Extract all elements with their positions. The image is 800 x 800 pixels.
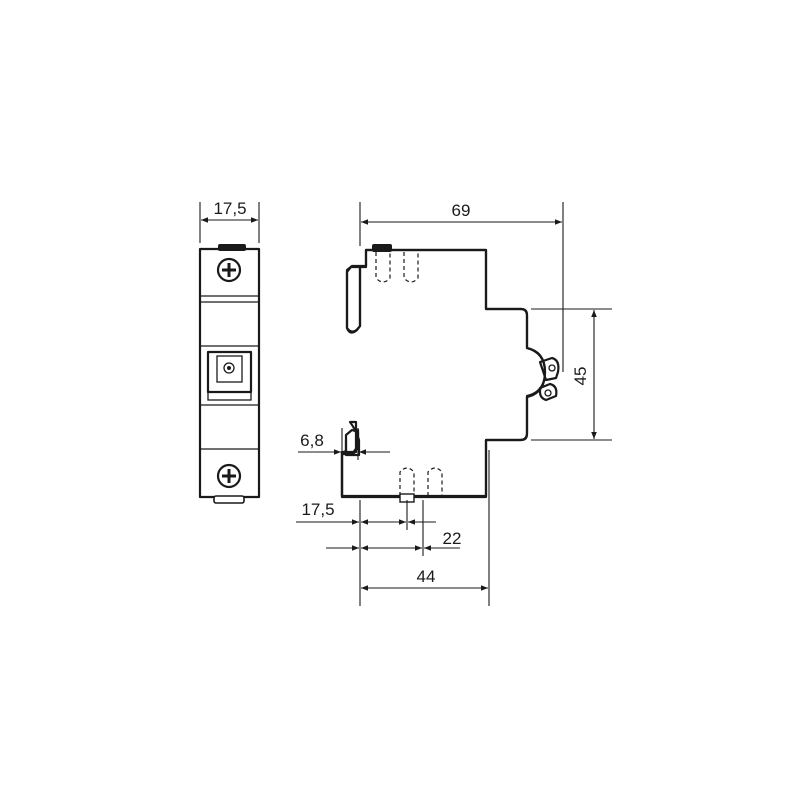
side-body-outline: [340, 248, 547, 499]
front-view: 17,5: [198, 199, 261, 504]
front-width-dimension: 17,5: [199, 199, 260, 243]
side-body-silhouette: [340, 248, 547, 498]
bottom-screw-icon: [216, 463, 242, 489]
toggle-lever-icon: [538, 356, 560, 402]
bottom-clip: [213, 495, 245, 504]
base-depth-label: 44: [417, 567, 436, 586]
terminal-offset-label: 17,5: [301, 500, 334, 519]
height-dimension: 45: [531, 308, 612, 441]
terminal-depth-dimension: 22: [326, 500, 461, 556]
handle-indicator-icon: [223, 362, 235, 374]
terminal-offset-dimension: 17,5: [296, 500, 436, 606]
rail-offset-dimension: 6,8: [298, 428, 390, 460]
side-top-clip: [372, 244, 392, 252]
front-width-label: 17,5: [213, 199, 246, 218]
rail-offset-label: 6,8: [300, 431, 324, 450]
terminal-depth-label: 22: [443, 529, 462, 548]
height-label: 45: [571, 367, 590, 386]
base-depth-dimension: 44: [361, 450, 490, 606]
side-view: 69 45 6,8 17,5: [296, 201, 612, 606]
front-handle: [206, 350, 253, 394]
top-screw-icon: [216, 257, 242, 283]
top-clip: [218, 244, 246, 251]
side-depth-label: 69: [452, 201, 471, 220]
side-depth-dimension: 69: [359, 201, 564, 372]
